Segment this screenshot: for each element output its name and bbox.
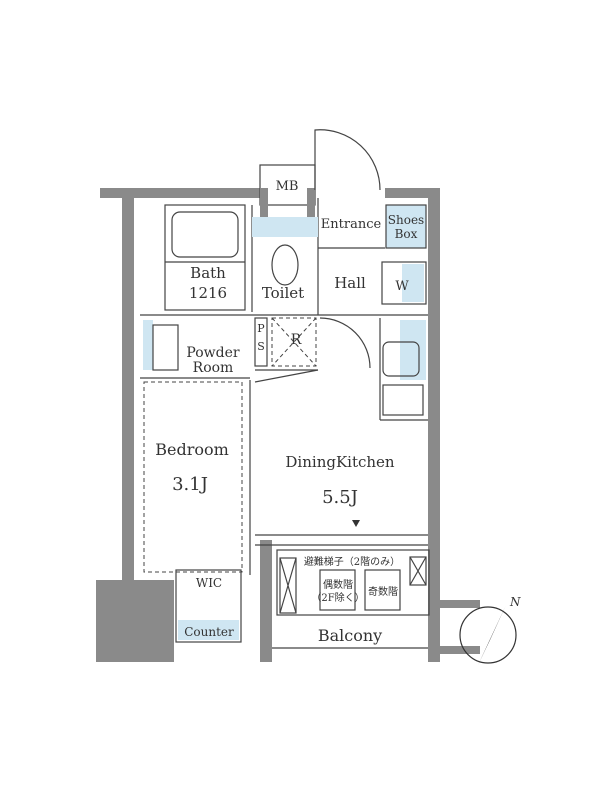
label-powder-room: Powder: [186, 345, 240, 361]
entrance-door[interactable]: [314, 129, 381, 191]
label-powder-room-2: Room: [193, 360, 234, 376]
label-dining-kitchen-size: 5.5J: [322, 487, 358, 508]
label-dining-kitchen: DiningKitchen: [285, 453, 395, 471]
label-ps: P: [257, 322, 265, 335]
label-odd-floor: 奇数階: [368, 585, 398, 598]
interior-walls: [140, 198, 430, 649]
compass-label: N: [509, 595, 521, 609]
label-bedroom-size: 3.1J: [172, 474, 208, 495]
label-counter: Counter: [184, 625, 234, 639]
label-refrigerator: R: [291, 332, 302, 348]
label-toilet: Toilet: [262, 284, 304, 302]
label-bath: Bath: [190, 264, 226, 282]
label-balcony: Balcony: [318, 626, 382, 645]
room-labels: MB Entrance Shoes Box Bath 1216 Toilet H…: [155, 179, 424, 645]
label-ps-s: S: [257, 340, 265, 353]
label-entrance: Entrance: [321, 217, 382, 232]
label-hall: Hall: [334, 274, 366, 292]
label-wic: WIC: [196, 576, 222, 590]
compass-icon: N: [459, 595, 521, 665]
label-mb: MB: [276, 179, 299, 194]
label-shoes-box-2: Box: [395, 227, 418, 241]
label-even-floor: 偶数階: [323, 578, 353, 591]
label-even-floor-2: （2F除く）: [311, 591, 364, 604]
hall-door: [319, 317, 371, 369]
label-evac-ladder: 避難梯子（2階のみ）: [304, 555, 400, 568]
walls: [96, 164, 480, 662]
label-bath-size: 1216: [189, 284, 227, 302]
label-washer: W: [395, 279, 409, 294]
label-bedroom: Bedroom: [155, 440, 229, 459]
label-shoes-box: Shoes: [388, 213, 424, 227]
